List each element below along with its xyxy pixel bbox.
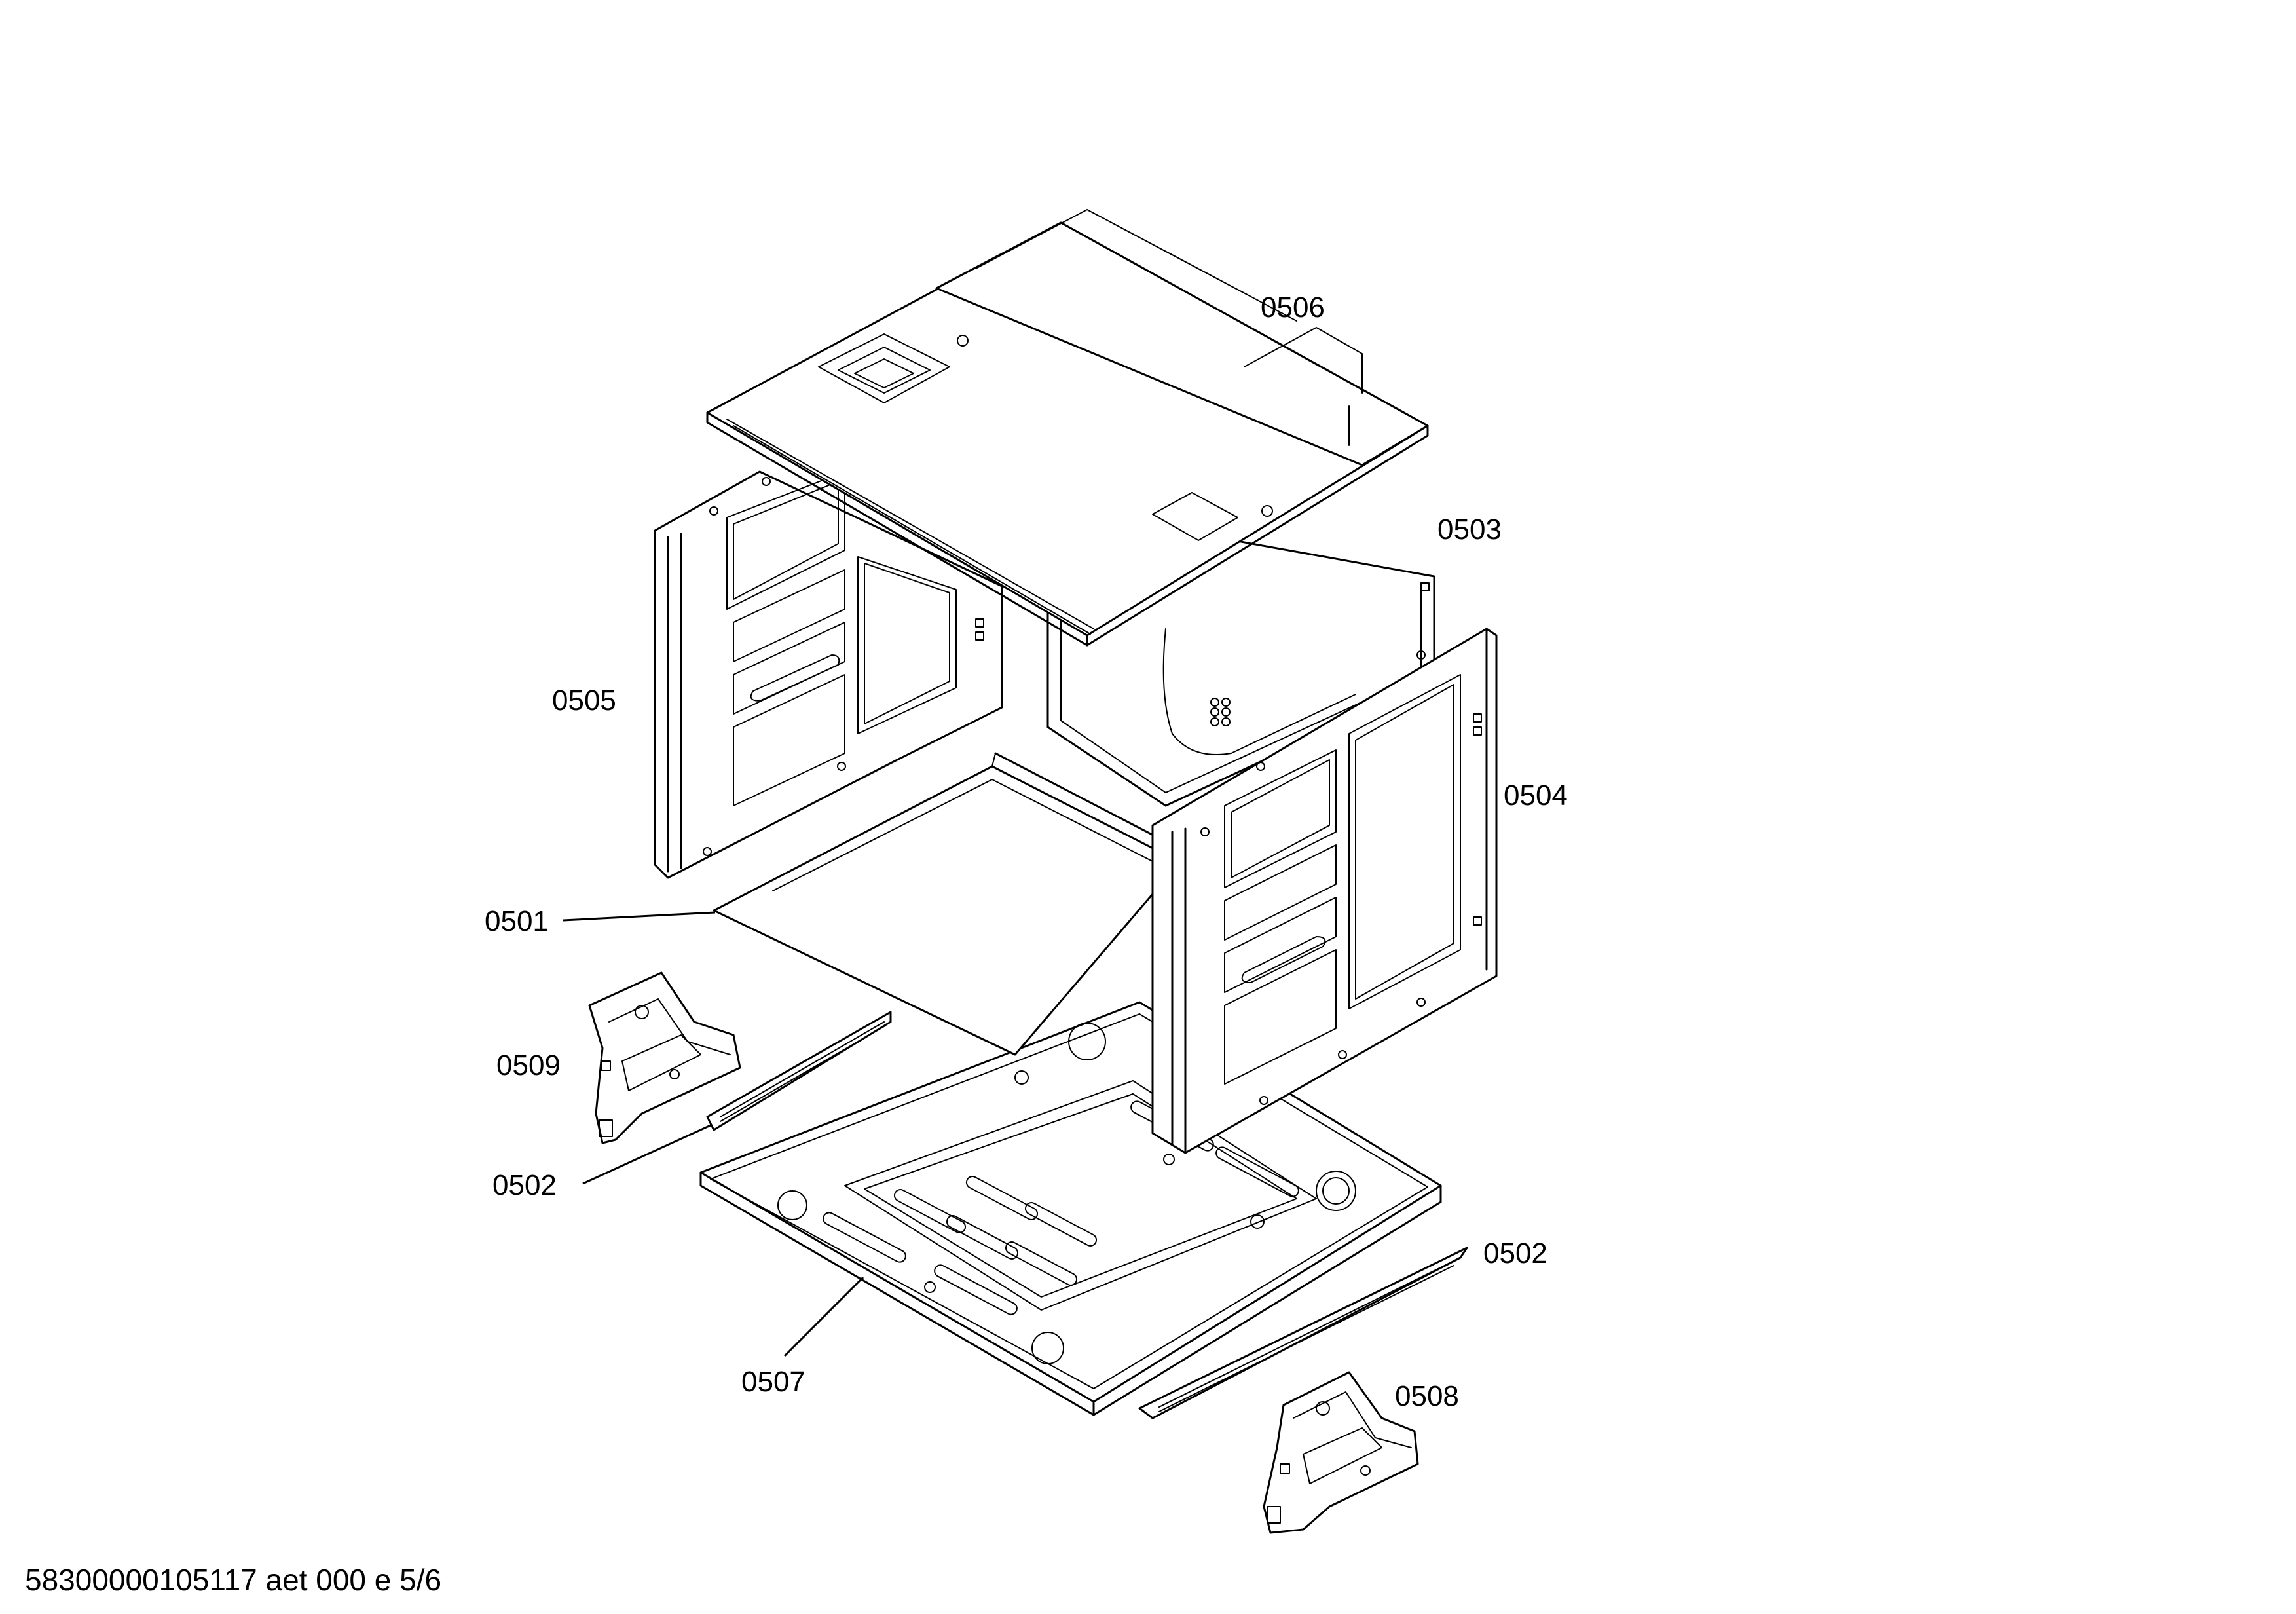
left-rail-0502 [706, 1011, 892, 1131]
label-0501: 0501 [485, 905, 549, 937]
bracket-0509 [588, 971, 741, 1144]
label-0502-left: 0502 [492, 1169, 557, 1201]
label-0505: 0505 [552, 685, 616, 717]
right-side-wall-0504 [1151, 628, 1498, 1154]
right-rail-0502 [1138, 1247, 1468, 1419]
footer-document-code: 58300000105117 aet 000 e 5/6 [25, 1563, 441, 1597]
bracket-0508 [1263, 1371, 1419, 1534]
floor-tray-0501 [713, 752, 1174, 1056]
label-0507: 0507 [741, 1366, 805, 1398]
label-0502-right: 0502 [1483, 1237, 1547, 1269]
label-0506: 0506 [1261, 291, 1325, 324]
label-0503: 0503 [1437, 514, 1502, 546]
label-0508: 0508 [1395, 1380, 1459, 1412]
left-side-wall-0505 [654, 470, 1003, 879]
leader-lines [563, 911, 864, 1357]
top-cover-0506 [706, 209, 1429, 647]
label-0504: 0504 [1504, 779, 1568, 812]
label-0509: 0509 [496, 1049, 561, 1081]
